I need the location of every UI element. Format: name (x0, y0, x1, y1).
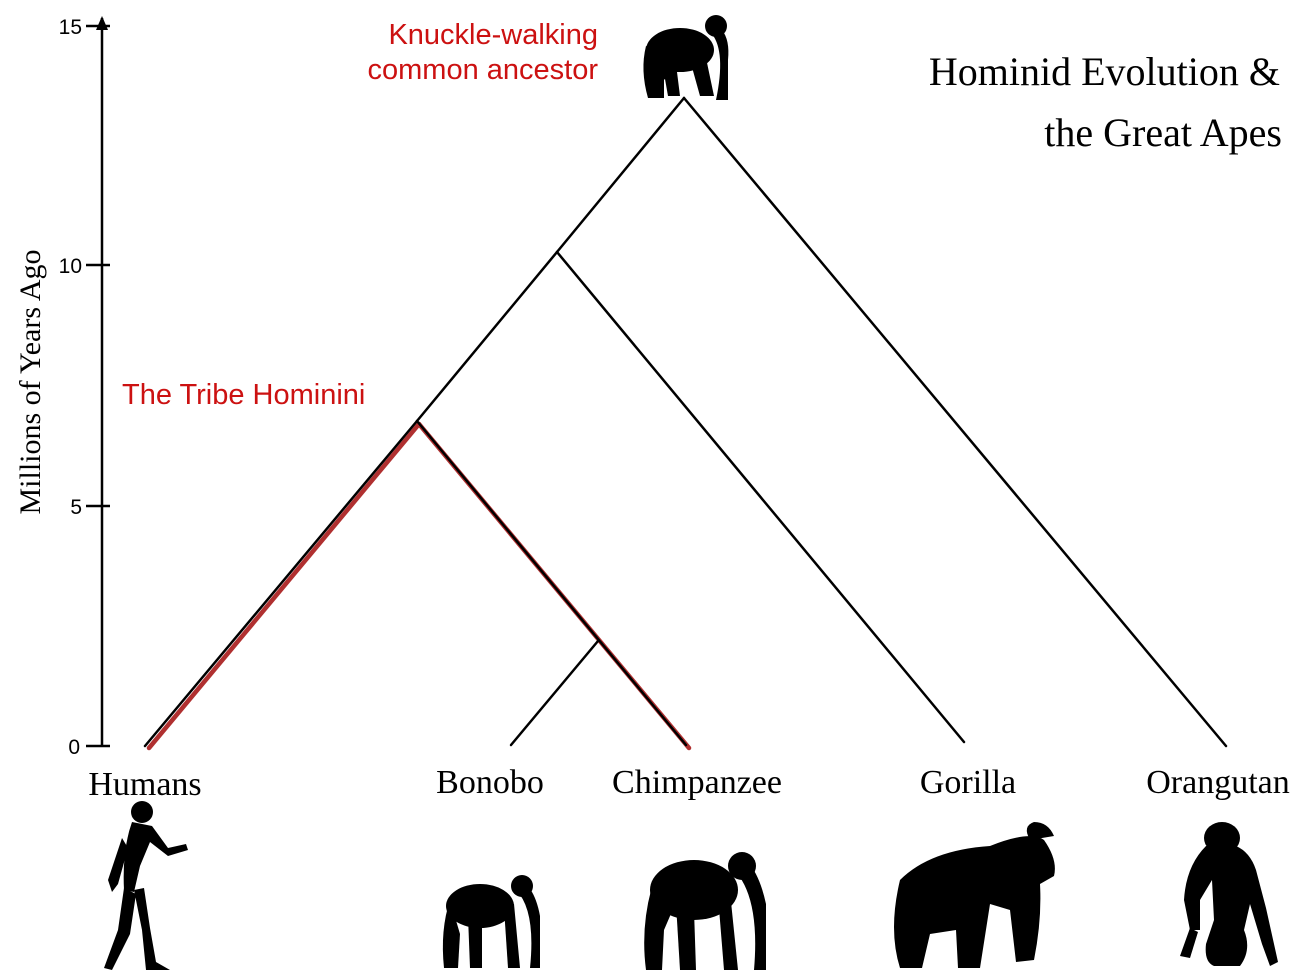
axis-title: Millions of Years Ago (14, 249, 47, 514)
diagram-title-line-1: Hominid Evolution & (929, 49, 1280, 94)
bonobo-silhouette-icon (443, 875, 540, 968)
ancestor-ape-silhouette-icon (643, 15, 728, 100)
hominini-annotation: The Tribe Hominini (122, 379, 365, 411)
axis-tick-label: 10 (59, 255, 82, 278)
time-axis: 15 10 5 0 Millions of Years Ago (14, 16, 110, 759)
branch-root-to-gorilla-node (557, 98, 684, 252)
ancestor-annotation-line-2: common ancestor (368, 54, 599, 86)
hominini-branch-humans-highlight (149, 424, 419, 748)
orangutan-silhouette-icon (1180, 822, 1278, 966)
species-label-gorilla: Gorilla (920, 764, 1016, 801)
axis-tick-label: 0 (68, 736, 80, 759)
branch-humans (145, 421, 417, 746)
chimpanzee-silhouette-icon (644, 852, 766, 970)
phylogenetic-tree (145, 98, 1226, 748)
axis-tick-label: 5 (70, 496, 82, 519)
branch-orangutan (684, 98, 1226, 746)
axis-arrow-icon (96, 16, 108, 30)
species-label-humans: Humans (88, 766, 201, 803)
species-label-chimpanzee: Chimpanzee (612, 764, 782, 801)
diagram-title-line-2: the Great Apes (1044, 110, 1282, 155)
species-label-bonobo: Bonobo (436, 764, 544, 801)
branch-to-hominini-node (417, 252, 557, 421)
gorilla-silhouette-icon (894, 822, 1055, 968)
branch-gorilla (557, 252, 964, 742)
species-label-orangutan: Orangutan (1146, 764, 1290, 801)
axis-tick-label: 15 (59, 16, 82, 39)
ancestor-annotation-line-1: Knuckle-walking (388, 19, 598, 51)
branch-bonobo (511, 641, 598, 745)
human-silhouette-icon (104, 801, 188, 970)
